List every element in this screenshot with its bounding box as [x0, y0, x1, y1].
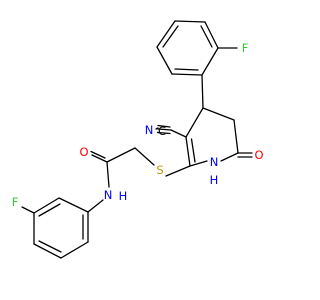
structure-canvas: N C F O N H S O N H F	[11, 20, 264, 259]
ring-oxygen-label: O	[254, 148, 263, 162]
nitrile-c-label: C	[158, 124, 166, 138]
upper-phenyl-bond-1	[201, 47, 219, 76]
ring-bond-c5-c6	[233, 119, 239, 154]
lower-phenyl-bond-4	[33, 243, 62, 259]
lower-phenyl-double-1	[38, 203, 61, 217]
nitrile-n-label: N	[145, 123, 154, 137]
carbonyl-n-bond	[106, 161, 110, 188]
atom-labels: N C F O N H S O N H F	[12, 41, 264, 209]
lower-phenyl-bond-1	[58, 197, 89, 213]
s-ch2-bond	[134, 147, 155, 166]
upper-phenyl-double-2	[162, 25, 179, 48]
upper-phenyl-bond-3	[174, 20, 206, 23]
ring-nitrogen-label: N	[210, 155, 219, 169]
ring-bond-c3-c4	[185, 107, 204, 138]
ring-bond-c2-c3-double	[190, 138, 196, 163]
amide-oxygen-label: O	[79, 145, 88, 159]
amide-co-bond	[91, 154, 108, 163]
nitrile-triple-line-1	[157, 124, 171, 128]
fluorine-bottom-label: F	[12, 195, 19, 209]
nitrile-to-ring-bond	[170, 129, 187, 138]
ring-bond-c4-c5	[202, 107, 235, 121]
ring-nh-hydrogen-label: H	[210, 173, 219, 187]
lower-phenyl-bond-5	[60, 241, 89, 259]
upper-phenyl-double-1	[200, 25, 213, 48]
bonds	[21, 20, 253, 259]
fluorine-top-label: F	[242, 41, 249, 55]
upper-phenyl-double-3	[174, 68, 199, 71]
amide-nitrogen-label: N	[104, 188, 113, 202]
nitrile-triple-line-3	[156, 131, 171, 135]
amide-co-double	[90, 150, 106, 159]
upper-phenyl-bond-5	[156, 46, 173, 75]
amide-nh-hydrogen-label: H	[119, 189, 128, 203]
lower-phenyl-double-2	[38, 240, 62, 253]
upper-phenyl-bond-6	[171, 73, 203, 76]
upper-phenyl-bond-4	[156, 20, 176, 48]
sulfur-label: S	[156, 163, 163, 177]
c2-s-bond	[165, 165, 191, 177]
c-f-bond-bottom	[21, 206, 35, 214]
n-aryl-bond	[87, 199, 104, 213]
aryl-attachment-bond	[201, 74, 204, 109]
ring-bond-c2-c3	[185, 136, 191, 167]
lower-phenyl-bond-2	[33, 197, 60, 214]
upper-phenyl-bond-2	[204, 21, 219, 49]
nitrile-triple-line-2	[157, 128, 172, 131]
ring-bond-c6-n1	[220, 152, 239, 162]
nitrile-bond	[155, 127, 159, 130]
ring-bond-n1-c2	[189, 160, 208, 167]
ch2-carbonyl-bond	[106, 147, 136, 163]
molecule-diagram: N C F O N H S O N H F	[12, 20, 264, 259]
